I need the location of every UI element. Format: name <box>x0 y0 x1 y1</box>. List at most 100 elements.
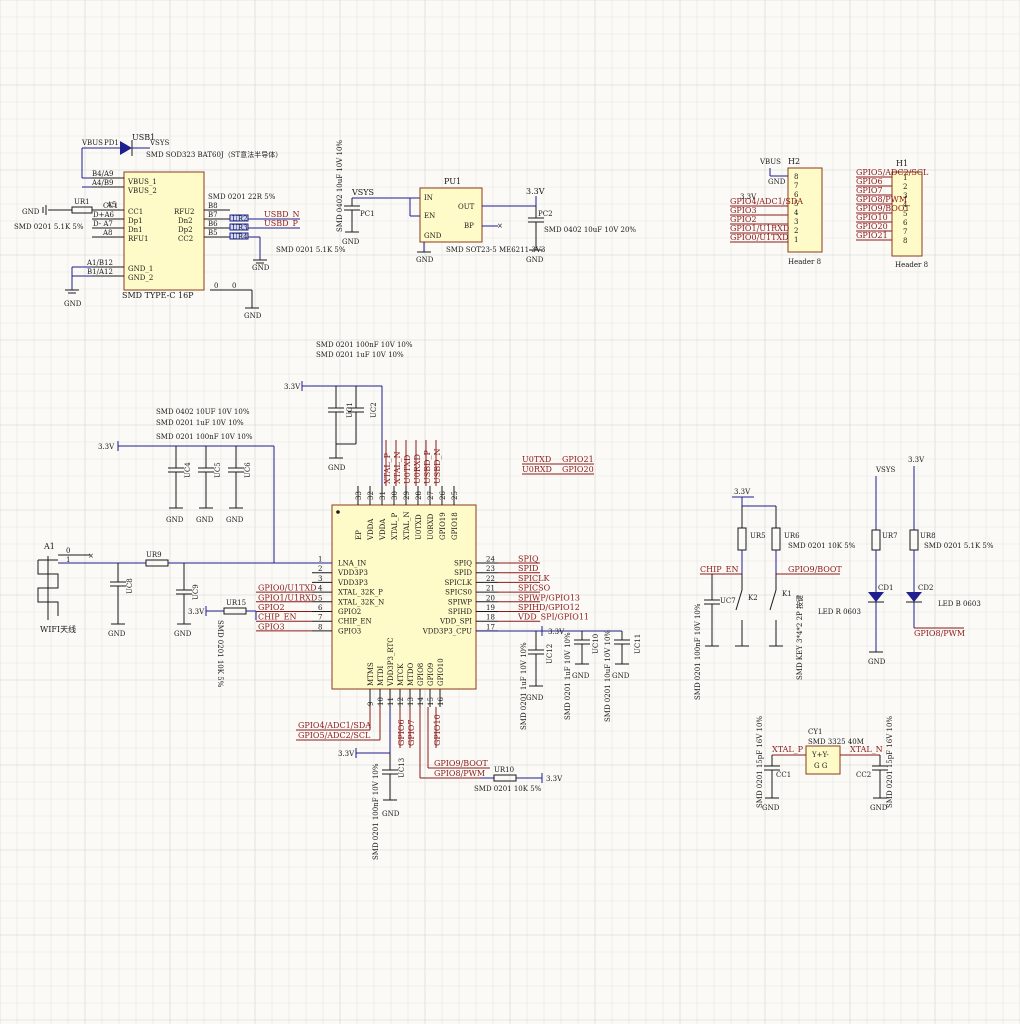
ldo-bp-nc: × <box>497 222 503 230</box>
usb-connector-body[interactable] <box>123 171 205 291</box>
mcu-bot-net-0: GPIO4/ADC1/SDA <box>298 721 371 730</box>
mcu-left-pin-name: XTAL_32K_N <box>338 598 384 606</box>
usb-pin-right-0: B8 <box>208 202 218 210</box>
h2-net-0: GPIO4/ADC1/SDA <box>730 197 803 206</box>
keys-ur6[interactable] <box>771 527 781 551</box>
boot-ur10[interactable] <box>493 774 517 782</box>
mcu-top-net-2: U0TXD <box>403 455 412 484</box>
boot-v33: 3.3V <box>546 775 563 783</box>
usb-ur4[interactable] <box>229 232 249 240</box>
cpu-uc11-value: SMD 0201 10uF 10V 10% <box>604 630 612 722</box>
antenna-value: WIFI天线 <box>40 624 76 634</box>
leds-cd2[interactable] <box>906 592 922 602</box>
mcu-bottom-pin-name: GPIO9 <box>427 663 435 686</box>
crystal-ref: CY1 <box>808 728 822 736</box>
keys-k1-switch[interactable] <box>769 589 777 611</box>
h2-pin-1: 1 <box>794 236 798 244</box>
ldo-section: SMD 0402 10uF 10V 10% VSYS PC1 GND PU1 I… <box>336 140 636 264</box>
usb-ur3[interactable] <box>229 223 249 231</box>
mcu-top-pin-name: U0TXD <box>415 514 423 540</box>
mcu-bottom-pin-name: GPIO10 <box>437 658 445 686</box>
usb-gnd-zero: GND <box>244 312 262 320</box>
dec-left-v33: 3.3V <box>98 443 115 451</box>
mcu-top-pin-num: 29 <box>403 491 411 500</box>
antenna-nc: × <box>88 552 94 560</box>
ldo-gnd: GND <box>416 256 434 264</box>
usb-ur-ref-2: UR4 <box>232 233 248 241</box>
usb-section: USB1 SMD TYPE-C 16P B4/A9 A4/B9 CC1 D+A6… <box>14 133 346 320</box>
mcu-uart-0: U0TXD <box>522 455 551 464</box>
mcu-top-pin-num: 28 <box>415 491 423 500</box>
h2-pin-6: 6 <box>794 191 799 199</box>
rtc-decoupling: 3.3V UC13 GND SMD 0201 100nF 10V 10% <box>338 707 406 860</box>
dec-gnd-uc6: GND <box>226 516 244 524</box>
usb-inner-left-3: Dp1 <box>128 217 143 225</box>
mcu-bottom-pin-name: GPIO8 <box>417 663 425 686</box>
keys-k2-switch[interactable] <box>735 589 743 611</box>
mcu-right-pin-name: SPIHD <box>448 608 472 616</box>
mcu-top-pin-num: 32 <box>367 491 375 500</box>
leds-cd1[interactable] <box>868 592 884 602</box>
mcu-top-net-3: U0RXD <box>413 454 422 484</box>
h2-pin-7: 7 <box>794 182 798 190</box>
mcu-top-pin-num: 33 <box>355 491 363 500</box>
usb-diode-pd1[interactable] <box>120 141 132 155</box>
mcu-left-pin-name: VDD3P3 <box>337 579 368 587</box>
mcu-top-net-4: USBD_P <box>423 449 432 484</box>
usb-footprint: SMD TYPE-C 16P <box>122 291 194 300</box>
boot-ur10-ref: UR10 <box>494 766 514 774</box>
mcu-right-pin-name: SPICLK <box>444 579 472 587</box>
keys-ur5-ref: UR5 <box>750 532 766 540</box>
ldo-body[interactable] <box>419 187 483 243</box>
cpu-uc11: UC11 <box>634 634 642 654</box>
mcu-bot-net-3: GPIO7 <box>407 719 416 746</box>
crystal-xtal-n: XTAL_N <box>850 745 883 754</box>
h2-value: Header 8 <box>788 258 821 266</box>
ldo-pin-gnd: GND <box>424 232 442 240</box>
antenna-trace[interactable] <box>37 556 59 620</box>
left-decoupling: SMD 0402 10UF 10V 10% SMD 0201 1uF 10V 1… <box>98 408 275 563</box>
mcu-left-pin-num: 4 <box>318 585 323 593</box>
mcu-uart-3: GPIO20 <box>562 465 594 474</box>
mcu-bottom-pin-num: 10 <box>377 697 385 706</box>
h2-pin-3: 3 <box>794 218 798 226</box>
mcu-left-pin-num: 5 <box>318 594 322 602</box>
dec-left-label2: SMD 0201 1uF 10V 10% <box>156 419 244 427</box>
leds-ur7[interactable] <box>871 529 881 551</box>
mcu-bottom-pin-num: 13 <box>407 697 415 706</box>
crystal-body[interactable] <box>805 745 841 775</box>
mcu-right-pin-num: 18 <box>486 614 495 622</box>
mcu-body[interactable] <box>331 504 477 690</box>
cpu-v33: 3.3V <box>548 628 565 636</box>
antenna-ur15[interactable] <box>223 607 247 615</box>
keys-chip-en: CHIP_EN <box>700 565 738 574</box>
mcu-bottom-pin-name: MTDI <box>377 666 385 686</box>
usb-ur1[interactable] <box>71 206 93 214</box>
leds-ur8-value: SMD 0201 5.1K 5% <box>924 542 994 550</box>
usb-ref: USB1 <box>132 133 155 142</box>
keys-ur6-value: SMD 0201 10K 5% <box>788 542 856 550</box>
mcu-bottom-pin-name: VDD3P3_RTC <box>387 637 395 687</box>
top-decoupling: SMD 0201 100nF 10V 10% SMD 0201 1uF 10V … <box>284 341 413 505</box>
mcu-left-pin-num: 7 <box>318 614 322 622</box>
mcu-left-pin-name: LNA_IN <box>338 560 366 568</box>
h2-pin-2: 2 <box>794 227 798 235</box>
mcu-top-pin-name: XTAL_N <box>403 511 411 540</box>
antenna-gnd-uc9: GND <box>174 630 192 638</box>
keys-k1: K1 <box>782 590 792 598</box>
keys-ur5[interactable] <box>737 527 747 551</box>
h1-body[interactable] <box>891 171 923 257</box>
usb-pin-left-4: D- A7 <box>93 220 113 228</box>
h1-net-4: GPIO9/BOOT <box>856 204 910 213</box>
usb-ur2[interactable] <box>229 214 249 222</box>
mcu-right-pin-name: SPIQ <box>454 560 472 568</box>
leds-section: VSYS UR7 CD1 LED R 0603 GND 3.3V UR8 SMD… <box>818 456 994 666</box>
h1-net-6: GPIO20 <box>856 222 888 231</box>
h1-pin-6: 6 <box>903 219 908 227</box>
leds-ur8[interactable] <box>909 529 919 551</box>
h2-body[interactable] <box>787 167 823 253</box>
boot-pullup: UR10 3.3V SMD 0201 10K 5% <box>474 766 563 793</box>
ldo-pin-in: IN <box>424 194 433 202</box>
mcu-right-pin-num: 20 <box>486 594 495 602</box>
mcu-bot-net-5: GPIO9/BOOT <box>434 759 488 768</box>
